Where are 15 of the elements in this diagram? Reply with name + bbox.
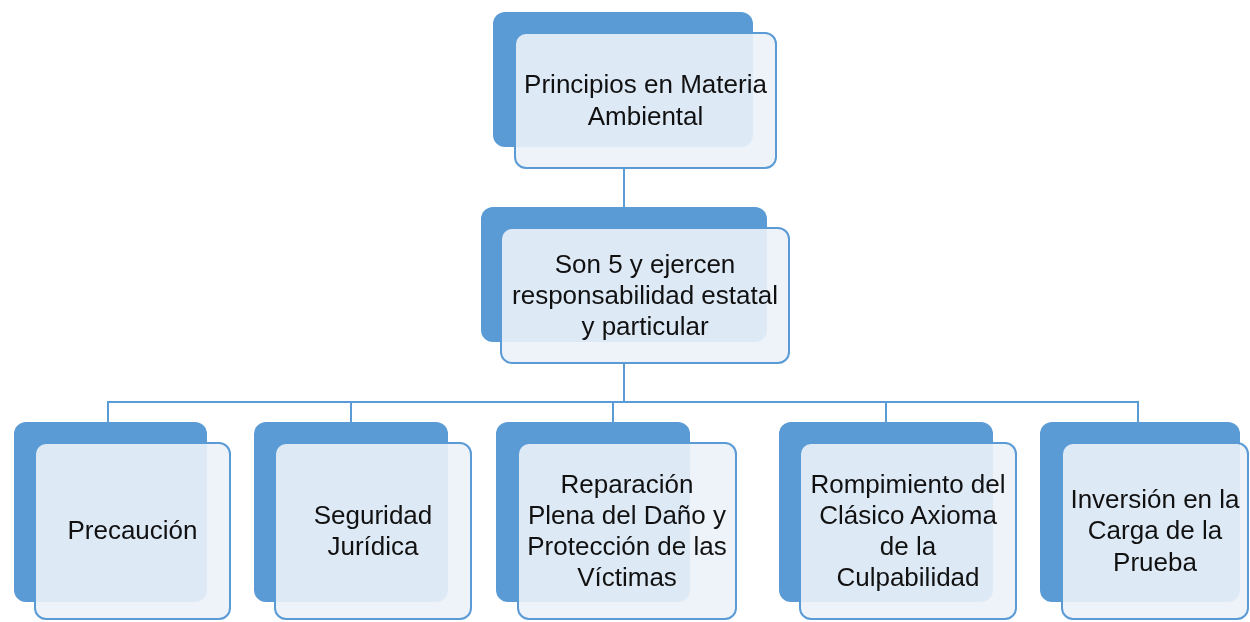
stacked-box xyxy=(779,422,1017,620)
node-text: Principios en Materia Ambiental xyxy=(523,69,768,132)
connector-line xyxy=(623,168,625,208)
stacked-box xyxy=(254,422,472,620)
node-text: Reparación Plena del Daño y Protección de las Víctimas xyxy=(526,468,728,594)
node-text: Inversión en la Carga de la Prueba xyxy=(1069,484,1241,578)
stacked-box xyxy=(496,422,737,620)
node-text: Son 5 y ejercen responsabilidad estatal y particular xyxy=(511,248,779,343)
stacked-box xyxy=(14,422,231,620)
node-text: Precaución xyxy=(67,515,198,547)
node-text: Seguridad Jurídica xyxy=(312,499,434,563)
stacked-box xyxy=(493,12,777,169)
stacked-box xyxy=(1040,422,1249,620)
node-text: Rompimiento del Clásico Axioma de la Culpabilidad xyxy=(809,468,1007,594)
stacked-box xyxy=(481,207,790,364)
